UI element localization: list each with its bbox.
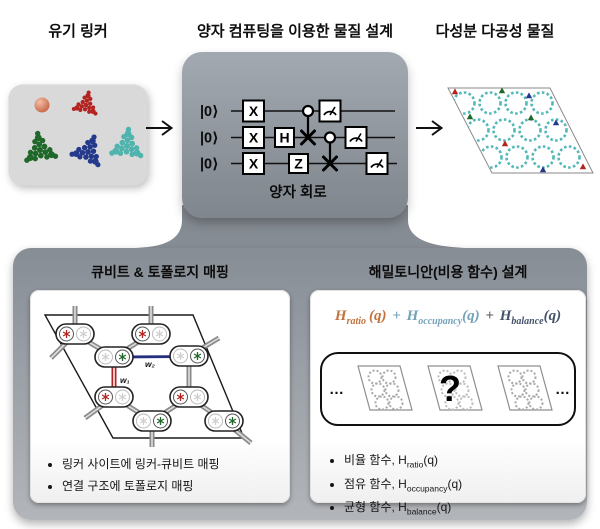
ket-labels: |0⟩ |0⟩ |0⟩	[200, 104, 219, 173]
quantum-circuit: |0⟩ |0⟩ |0⟩ X X X H Z	[200, 99, 397, 201]
equation-term-ratio: Hratio (q)	[334, 308, 387, 327]
qubit-nodes	[55, 323, 244, 432]
cnot-1	[300, 104, 316, 146]
qubit-node	[132, 410, 172, 432]
qubit-node	[55, 323, 95, 345]
candidate-structure-1	[345, 362, 415, 416]
bullet-item: 균형 함수, Hbalance(q)	[344, 498, 600, 519]
arrow-right-icon	[146, 120, 174, 136]
candidate-structures-box: … ?	[320, 352, 576, 426]
svg-text:|0⟩: |0⟩	[200, 131, 219, 147]
gate-x-3: X	[242, 152, 265, 175]
qubit-node	[94, 346, 134, 368]
equation-term-balance: Hbalance(q)	[499, 308, 562, 327]
metal-sphere-icon	[34, 97, 50, 113]
circuit-caption: 양자 회로	[269, 184, 326, 201]
qubit-node	[204, 410, 244, 432]
measurements	[318, 99, 389, 175]
hamiltonian-equation: Hratio (q) + Hoccupancy(q) + Hbalance(q)	[310, 308, 586, 327]
control-dot	[323, 131, 337, 144]
plus-sign: +	[392, 308, 401, 324]
organic-linker-label: 유기 링커	[48, 23, 108, 40]
bullet-item: 연결 구조에 토폴로지 매핑	[62, 477, 320, 496]
mapping-panel-title: 큐비트 & 토폴로지 매핑	[91, 264, 229, 280]
ellipsis-left: …	[329, 380, 345, 398]
qubit-node	[169, 386, 209, 408]
mapping-bullets: 링커 사이트에 링커-큐비트 매핑 연결 구조에 토폴로지 매핑	[30, 452, 326, 498]
question-mark: ?	[439, 368, 461, 409]
svg-text:Z: Z	[294, 156, 303, 172]
candidate-structure-unknown: ?	[415, 362, 485, 416]
gate-h: H	[274, 127, 295, 148]
funnel-shape	[28, 205, 572, 261]
bullet-item: 비율 함수, Hratio(q)	[344, 451, 600, 472]
svg-text:H: H	[279, 130, 289, 146]
porous-material-label: 다성분 다공성 물질	[435, 23, 555, 40]
quantum-design-label: 양자 컴퓨팅을 이용한 물질 설계	[196, 23, 394, 40]
control-dot	[301, 104, 315, 118]
cnot-2	[322, 131, 338, 172]
qubit-node	[169, 345, 209, 367]
arrow-right-icon	[416, 120, 444, 136]
measure-gauge-icon	[365, 152, 389, 175]
target-cross-icon	[322, 155, 338, 172]
svg-text:X: X	[249, 156, 259, 172]
qubit-topology-diagram: w₁ w₂	[43, 306, 253, 447]
svg-text:|0⟩: |0⟩	[200, 157, 219, 173]
measure-gauge-icon	[344, 126, 368, 149]
w2-label: w₂	[145, 359, 156, 369]
bullet-item: 링커 사이트에 링커-큐비트 매핑	[62, 455, 320, 474]
gate-x-2: X	[242, 126, 265, 149]
gate-x-1: X	[242, 99, 265, 123]
gates: X X X H Z	[242, 99, 309, 175]
qubit-node	[131, 323, 171, 345]
svg-text:X: X	[249, 130, 259, 146]
organic-linker-image	[8, 84, 148, 186]
equation-term-occupancy: Hoccupancy(q)	[406, 308, 480, 327]
w1-label: w₁	[120, 375, 130, 385]
target-cross-icon	[300, 129, 316, 146]
hamiltonian-panel-title: 해밀토니안(비용 함수) 설계	[368, 264, 528, 280]
plus-sign: +	[485, 308, 494, 324]
hamiltonian-bullets: 비율 함수, Hratio(q) 점유 함수, Hoccupancy(q) 균형…	[312, 448, 600, 522]
svg-text:X: X	[249, 103, 259, 119]
porous-material-image	[447, 87, 594, 174]
gate-z: Z	[288, 153, 309, 174]
qubit-node	[94, 386, 134, 408]
svg-text:|0⟩: |0⟩	[200, 104, 219, 120]
candidate-structure-2	[485, 362, 555, 416]
ellipsis-right: …	[555, 380, 571, 398]
measure-gauge-icon	[318, 99, 342, 123]
bullet-item: 점유 함수, Hoccupancy(q)	[344, 475, 600, 496]
